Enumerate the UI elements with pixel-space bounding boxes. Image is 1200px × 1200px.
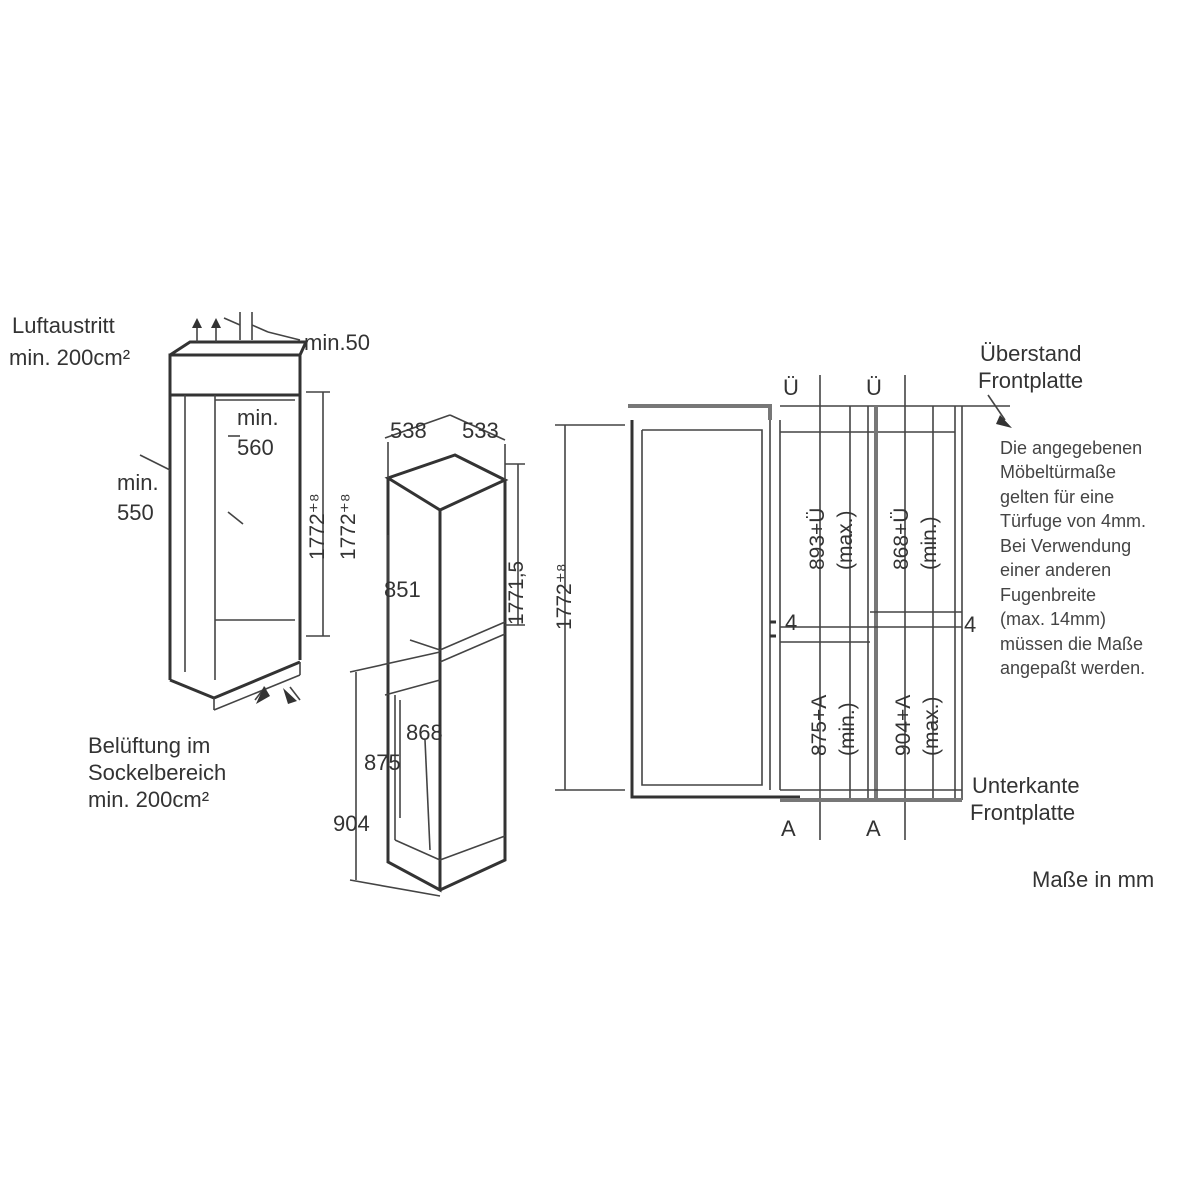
left-height-dims [139, 391, 330, 704]
note-line: Möbeltürmaße [1000, 462, 1117, 482]
dim-875-label: 875 [364, 750, 401, 775]
note-line: Die angegebenen [1000, 438, 1143, 458]
min560-label-b: 560 [237, 435, 274, 460]
air-outlet-label: Luftaustritt [12, 313, 115, 338]
dim-893-max-label: (max.) [834, 510, 857, 571]
right-section [555, 404, 800, 799]
height-17715-label: 1771,5 [505, 560, 528, 625]
min50-label: min.50 [304, 330, 371, 355]
depth-533-label: 533 [462, 418, 499, 443]
left-niche [168, 340, 309, 711]
gap-4-right-label: 4 [964, 612, 977, 637]
height-1772-label-b: 1772⁺⁸ [337, 493, 360, 560]
air-outlet-area-label: min. 200cm² [9, 345, 131, 370]
overhang-u-label-2: Ü [866, 375, 882, 400]
dim-893-label: 893+Ü [806, 507, 829, 570]
a-label-1: A [781, 816, 796, 841]
dim-904-a-label: 904+A [892, 694, 915, 756]
dim-868-label: 868 [406, 720, 443, 745]
left-air-arrows [192, 312, 301, 342]
dim-868-min-label: (min.) [918, 516, 941, 570]
note-line: müssen die Maße [1000, 634, 1144, 654]
middle-appliance [384, 414, 509, 893]
height-1772-right-label: 1772⁺⁸ [553, 563, 576, 630]
ventilation-label-2: Sockelbereich [88, 760, 227, 785]
note-line: Bei Verwendung [1000, 536, 1132, 556]
note-line: (max. 14mm) [1000, 609, 1107, 629]
dim-875-min-label: (min.) [836, 702, 859, 756]
ventilation-label-1: Belüftung im [88, 733, 211, 758]
min550-label-a: min. [117, 470, 159, 495]
middle-dims [349, 463, 525, 897]
a-label-2: A [866, 816, 881, 841]
units-label: Maße in mm [1032, 867, 1155, 892]
overhang-label-1: Überstand [980, 341, 1082, 366]
width-538-label: 538 [390, 418, 427, 443]
note-line: gelten für eine [1000, 487, 1115, 507]
dim-904-max-label: (max.) [920, 696, 943, 757]
overhang-label-2: Frontplatte [978, 368, 1084, 393]
note-line: Türfuge von 4mm. [1000, 511, 1147, 531]
note-line: einer anderen [1000, 560, 1112, 580]
lower-edge-label-1: Unterkante [972, 773, 1080, 798]
height-1772-label-a: 1772⁺⁸ [306, 493, 329, 560]
dim-904-label: 904 [333, 811, 370, 836]
ventilation-label-3: min. 200cm² [88, 787, 210, 812]
note-line: Fugenbreite [1000, 585, 1097, 605]
right-dims [780, 375, 1012, 840]
note-line: angepaßt werden. [1000, 658, 1146, 678]
dim-868-label: 868+Ü [890, 507, 913, 570]
dim-851-label: 851 [384, 577, 421, 602]
min560-label-a: min. [237, 405, 279, 430]
dim-875-a-label: 875+A [808, 694, 831, 756]
overhang-u-label-1: Ü [783, 375, 799, 400]
gap-4-left-label: 4 [785, 610, 798, 635]
min550-label-b: 550 [117, 500, 154, 525]
lower-edge-label-2: Frontplatte [970, 800, 1076, 825]
